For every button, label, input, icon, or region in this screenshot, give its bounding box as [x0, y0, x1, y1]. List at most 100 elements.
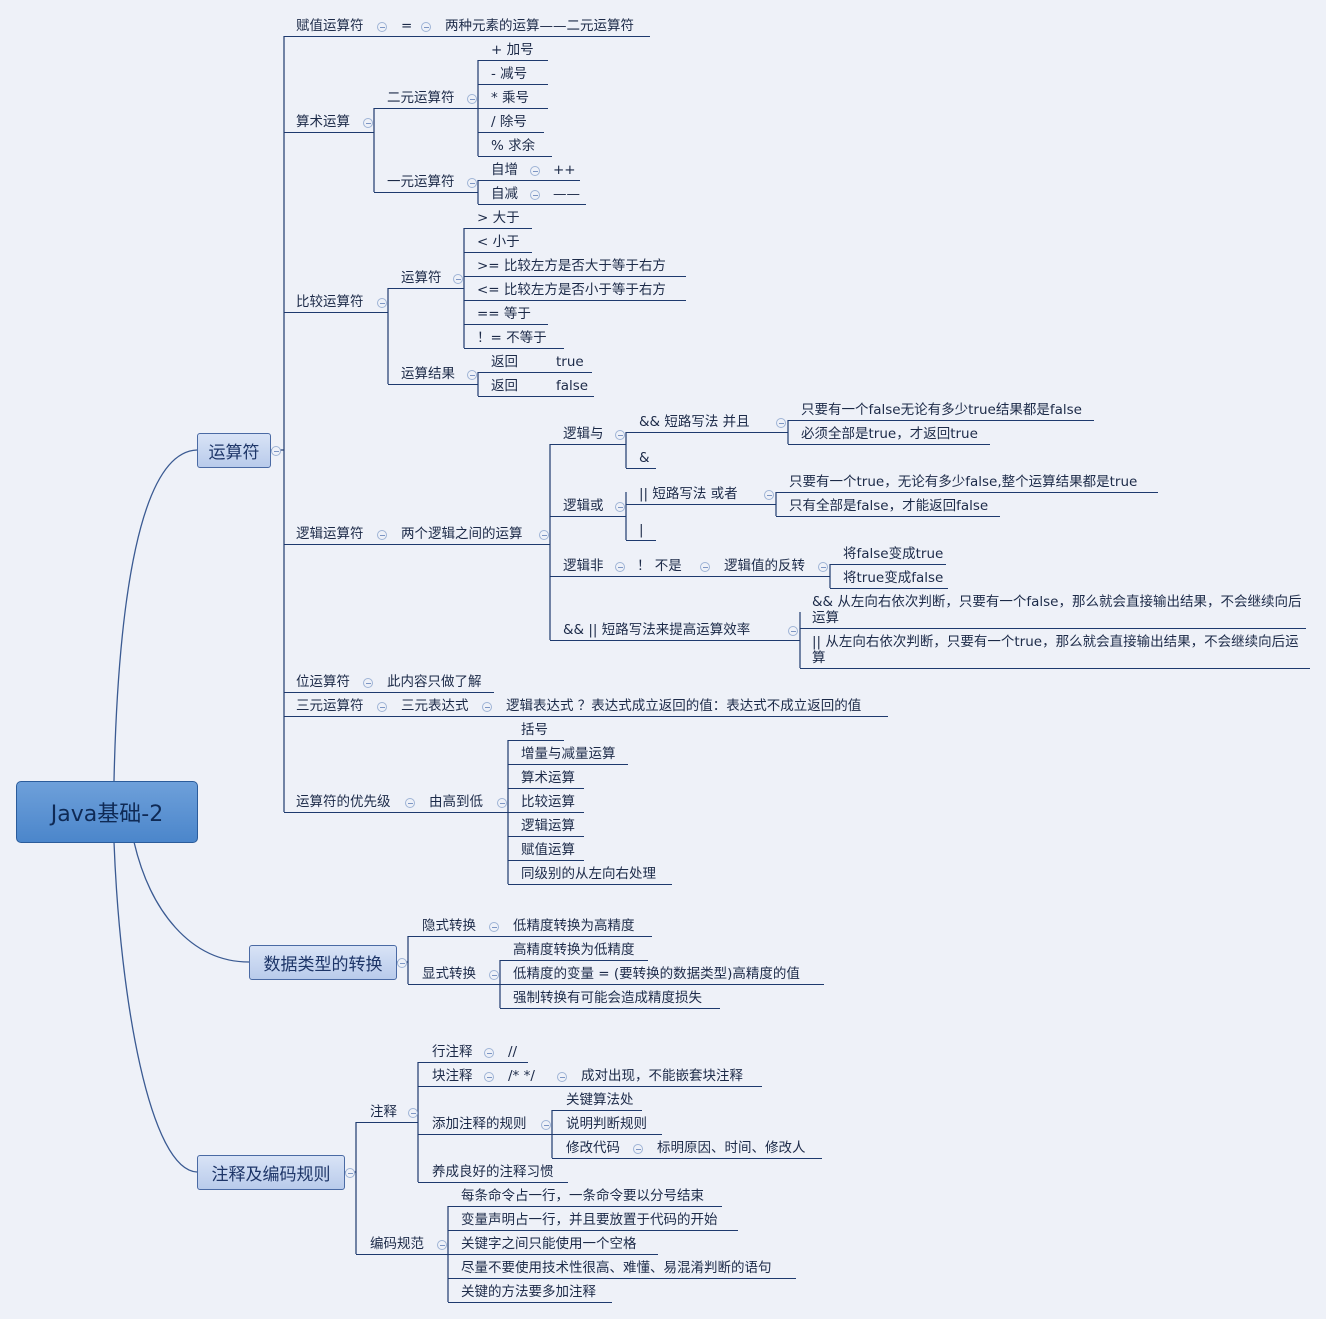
collapse-icon[interactable]	[497, 798, 507, 808]
logic-or-item[interactable]: 只有全部是false，才能返回false	[789, 498, 989, 514]
comment-rule-item[interactable]: 说明判断规则	[566, 1116, 647, 1132]
node-coding[interactable]: 编码规范	[370, 1236, 424, 1252]
line-comment-symbol[interactable]: //	[508, 1044, 518, 1060]
collapse-icon[interactable]	[453, 274, 463, 284]
collapse-icon[interactable]	[541, 1120, 551, 1130]
unary-increment-symbol[interactable]: ++	[553, 162, 576, 178]
collapse-icon[interactable]	[633, 1144, 643, 1154]
node-comment-rules[interactable]: 添加注释的规则	[432, 1116, 527, 1132]
result-false-label[interactable]: 返回	[491, 378, 518, 394]
node-priority[interactable]: 运算符的优先级	[296, 794, 391, 810]
explicit-item[interactable]: 高精度转换为低精度	[513, 942, 635, 958]
collapse-icon[interactable]	[377, 22, 387, 32]
logic-not-item[interactable]: 将true变成false	[843, 570, 944, 586]
unary-decrement-symbol[interactable]: ——	[553, 186, 580, 202]
compare-op[interactable]: ！= 不等于	[477, 330, 547, 346]
collapse-icon[interactable]	[530, 166, 540, 176]
binary-item[interactable]: + 加号	[491, 42, 534, 58]
node-logic[interactable]: 逻辑运算符	[296, 526, 364, 542]
comment-rule-item[interactable]: 关键算法处	[566, 1092, 634, 1108]
collapse-icon[interactable]	[615, 502, 625, 512]
priority-item[interactable]: 比较运算	[521, 794, 575, 810]
collapse-icon[interactable]	[467, 370, 477, 380]
short-circuit-item[interactable]: || 从左向右依次判断，只要有一个true，那么就会直接输出结果，不会继续向后运…	[812, 634, 1299, 666]
priority-item[interactable]: 括号	[521, 722, 548, 738]
node-comment-habit[interactable]: 养成良好的注释习惯	[432, 1164, 554, 1180]
node-priority-mid[interactable]: 由高到低	[429, 794, 483, 810]
node-assign[interactable]: 赋值运算符	[296, 18, 364, 34]
node-ternary-desc[interactable]: 逻辑表达式 ？表达式成立返回的值：表达式不成立返回的值	[506, 698, 862, 714]
node-logic-and[interactable]: 逻辑与	[563, 426, 604, 442]
coding-item[interactable]: 关键的方法要多加注释	[461, 1284, 596, 1300]
logic-and-short[interactable]: && 短路写法 并且	[639, 414, 750, 430]
collapse-icon[interactable]	[615, 430, 625, 440]
collapse-icon[interactable]	[377, 530, 387, 540]
logic-or-plain[interactable]: |	[639, 522, 644, 538]
logic-and-item[interactable]: 必须全部是true，才返回true	[801, 426, 978, 442]
logic-or-item[interactable]: 只要有一个true，无论有多少false,整个运算结果都是true	[789, 474, 1138, 490]
collapse-icon[interactable]	[776, 418, 786, 428]
node-explicit[interactable]: 显式转换	[422, 966, 476, 982]
root-topic[interactable]: Java基础-2	[16, 781, 198, 843]
node-assign-symbol[interactable]: =	[401, 18, 413, 34]
collapse-icon[interactable]	[557, 1072, 567, 1082]
collapse-icon[interactable]	[482, 702, 492, 712]
comment-rule-modify-desc[interactable]: 标明原因、时间、修改人	[657, 1140, 806, 1156]
collapse-icon[interactable]	[271, 446, 281, 456]
collapse-icon[interactable]	[530, 190, 540, 200]
unary-increment[interactable]: 自增	[491, 162, 518, 178]
collapse-icon[interactable]	[539, 530, 549, 540]
binary-item[interactable]: * 乘号	[491, 90, 530, 106]
compare-op[interactable]: <= 比较左方是否小于等于右方	[477, 282, 666, 298]
node-short-circuit[interactable]: && || 短路写法来提高运算效率	[563, 622, 751, 638]
block-comment-symbol[interactable]: /* */	[508, 1068, 535, 1084]
node-logic-desc[interactable]: 两个逻辑之间的运算	[401, 526, 523, 542]
collapse-icon[interactable]	[467, 94, 477, 104]
result-true-value[interactable]: true	[556, 354, 584, 370]
priority-item[interactable]: 逻辑运算	[521, 818, 575, 834]
explicit-item[interactable]: 强制转换有可能会造成精度损失	[513, 990, 702, 1006]
collapse-icon[interactable]	[363, 118, 373, 128]
priority-item[interactable]: 增量与减量运算	[521, 746, 616, 762]
collapse-icon[interactable]	[489, 922, 499, 932]
node-unary[interactable]: 一元运算符	[387, 174, 455, 190]
collapse-icon[interactable]	[345, 1168, 355, 1178]
collapse-icon[interactable]	[437, 1240, 447, 1250]
priority-item[interactable]: 赋值运算	[521, 842, 575, 858]
logic-and-plain[interactable]: &	[639, 450, 650, 466]
block-comment-desc[interactable]: 成对出现，不能嵌套块注释	[581, 1068, 743, 1084]
collapse-icon[interactable]	[421, 22, 431, 32]
unary-decrement[interactable]: 自减	[491, 186, 518, 202]
node-compare-result[interactable]: 运算结果	[401, 366, 455, 382]
node-implicit[interactable]: 隐式转换	[422, 918, 476, 934]
logic-not-symbol[interactable]: ！ 不是	[637, 558, 682, 574]
collapse-icon[interactable]	[788, 626, 798, 636]
node-logic-not[interactable]: 逻辑非	[563, 558, 604, 574]
collapse-icon[interactable]	[467, 178, 477, 188]
topic-comments[interactable]: 注释及编码规则	[197, 1155, 345, 1190]
node-bit[interactable]: 位运算符	[296, 674, 350, 690]
priority-item[interactable]: 算术运算	[521, 770, 575, 786]
coding-item[interactable]: 尽量不要使用技术性很高、难懂、易混淆判断的语句	[461, 1260, 772, 1276]
comment-rule-item[interactable]: 修改代码	[566, 1140, 620, 1156]
node-ternary-mid[interactable]: 三元表达式	[401, 698, 469, 714]
collapse-icon[interactable]	[489, 970, 499, 980]
result-true-label[interactable]: 返回	[491, 354, 518, 370]
node-assign-desc[interactable]: 两种元素的运算——二元运算符	[445, 18, 634, 34]
compare-op[interactable]: == 等于	[477, 306, 531, 322]
coding-item[interactable]: 每条命令占一行，一条命令要以分号结束	[461, 1188, 704, 1204]
node-arith[interactable]: 算术运算	[296, 114, 350, 130]
node-binary[interactable]: 二元运算符	[387, 90, 455, 106]
collapse-icon[interactable]	[764, 490, 774, 500]
collapse-icon[interactable]	[405, 798, 415, 808]
topic-conversion[interactable]: 数据类型的转换	[249, 945, 397, 980]
coding-item[interactable]: 关键字之间只能使用一个空格	[461, 1236, 637, 1252]
logic-not-item[interactable]: 将false变成true	[843, 546, 944, 562]
compare-op[interactable]: >= 比较左方是否大于等于右方	[477, 258, 666, 274]
compare-op[interactable]: > 大于	[477, 210, 520, 226]
binary-item[interactable]: % 求余	[491, 138, 536, 154]
binary-item[interactable]: - 减号	[491, 66, 528, 82]
collapse-icon[interactable]	[700, 562, 710, 572]
collapse-icon[interactable]	[363, 678, 373, 688]
logic-not-desc[interactable]: 逻辑值的反转	[724, 558, 805, 574]
